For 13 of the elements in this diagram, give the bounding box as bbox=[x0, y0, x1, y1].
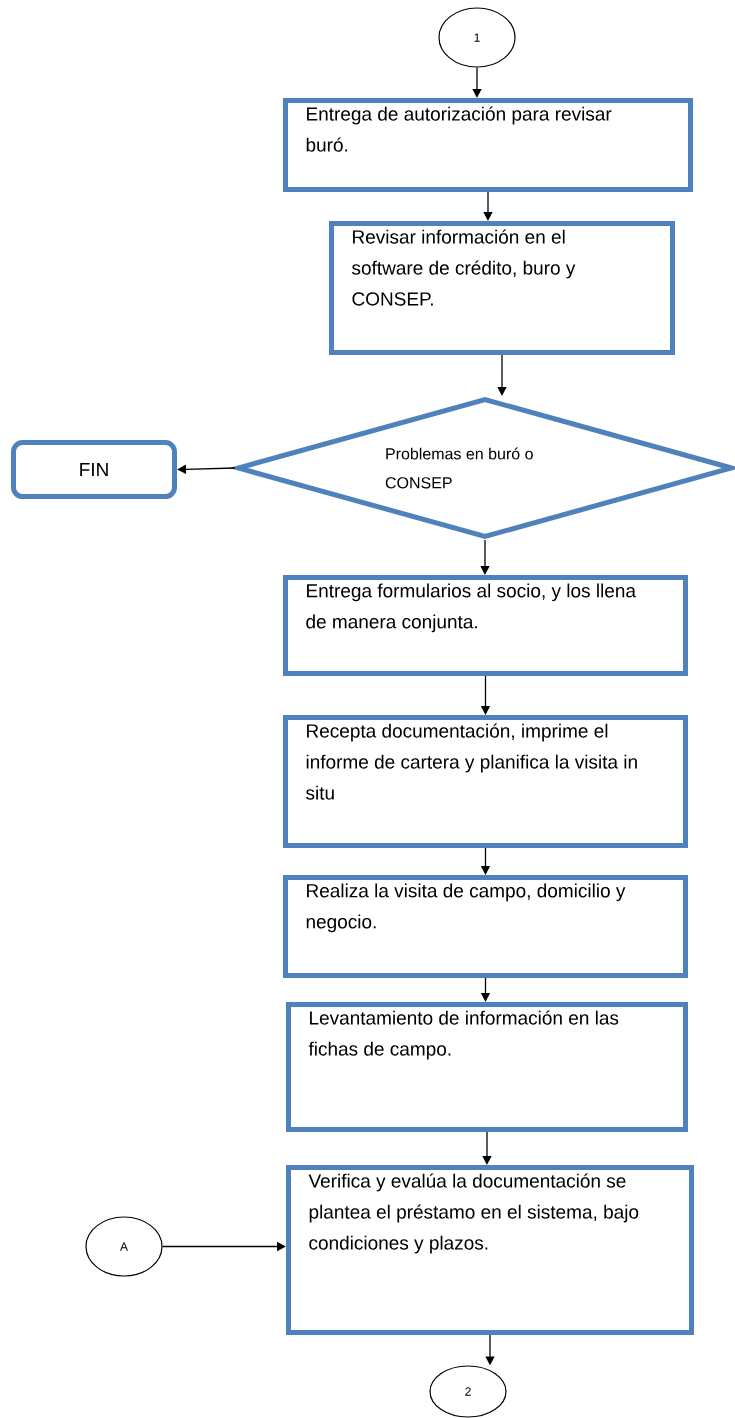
process-box: Entrega formularios al socio, y los llena de manera conjunta. bbox=[283, 575, 688, 676]
arrow bbox=[483, 191, 493, 221]
arrow bbox=[482, 1131, 492, 1165]
process-box: Realiza la visita de campo, domicilio y negocio. bbox=[283, 875, 688, 978]
process-box: Entrega de autorización para revisar buró. bbox=[283, 98, 693, 192]
terminal-box: FIN bbox=[11, 440, 177, 499]
arrow bbox=[497, 354, 507, 396]
process-box: Revisar información en el software de crédito, buro y CONSEP. bbox=[329, 221, 675, 355]
arrow bbox=[472, 66, 482, 98]
arrow bbox=[480, 539, 490, 575]
process-box: Levantamiento de información en las fichas de campo. bbox=[286, 1002, 688, 1132]
process-box: Verifica y evalúa la documentación se plantea el préstamo en el sistema, bajo condiciones y plazos. bbox=[286, 1165, 694, 1335]
process-box: Recepta documentación, imprime el informe de cartera y planifica la visita in situ bbox=[283, 715, 688, 848]
